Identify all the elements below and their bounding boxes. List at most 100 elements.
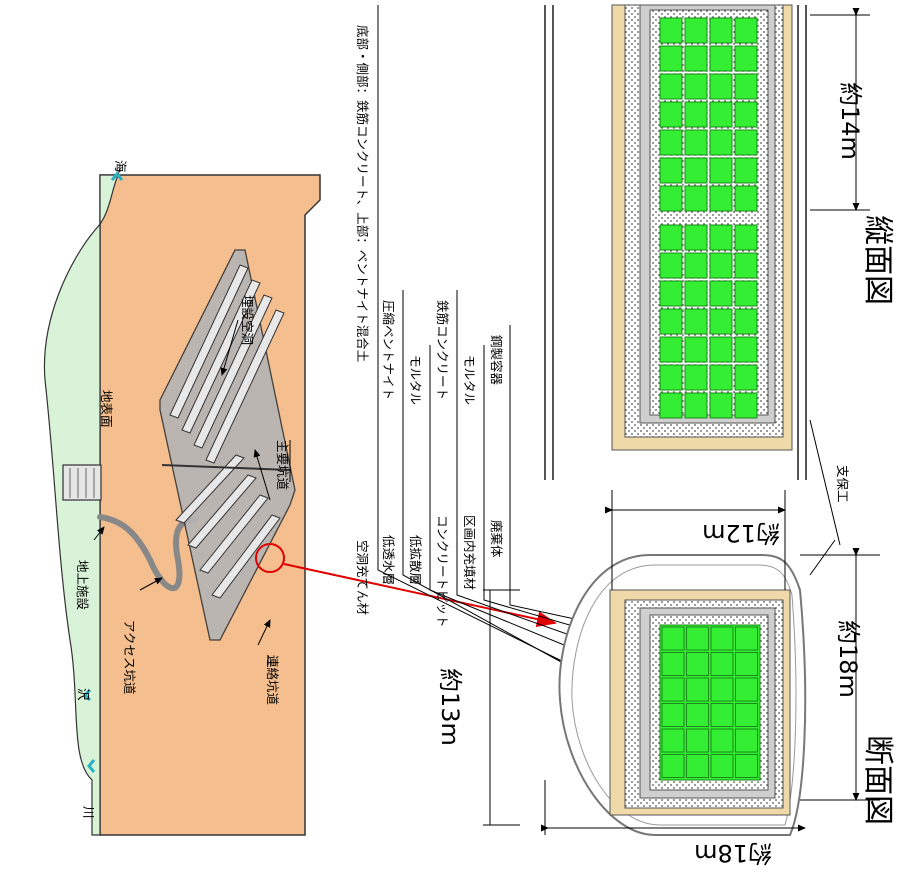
waste-package: [661, 652, 685, 676]
waste-package: [684, 280, 708, 307]
waste-package: [734, 336, 758, 363]
waste-package: [734, 129, 758, 156]
waste-package: [659, 224, 683, 251]
support-label: 支保工: [835, 465, 850, 503]
waste-package: [659, 129, 683, 156]
waste-package: [684, 129, 708, 156]
longitudinal-section: 約14m 縦面図 支保工: [544, 4, 895, 576]
stream-label: 沢: [76, 688, 91, 701]
waste-package: [684, 157, 708, 184]
waste-package: [659, 392, 683, 419]
waste-package: [684, 73, 708, 100]
waste-package: [686, 652, 709, 676]
waste-package: [684, 308, 708, 335]
waste-package: [661, 703, 685, 727]
waste-package: [709, 224, 733, 251]
geology-section: 川 沢 アクセス坑道 地上施設 地表面 海 連絡坑道 主要坑道 埋設空洞: [43, 160, 557, 836]
waste-package: [659, 336, 683, 363]
disposal-caverns-grid: [159, 249, 296, 641]
waste-package: [735, 703, 758, 727]
legend-low-perm-left: 低透水層: [381, 535, 396, 585]
waste-package: [684, 336, 708, 363]
waste-package: [659, 280, 683, 307]
waste-package: [661, 677, 685, 702]
waste-package: [709, 129, 733, 156]
waste-package: [734, 252, 758, 279]
cross-section-title: 断面図: [860, 735, 895, 825]
waste-package: [710, 652, 734, 676]
waste-package: [710, 754, 734, 778]
waste-package: [735, 652, 758, 676]
river-label: 川: [81, 806, 96, 819]
waste-package: [709, 308, 733, 335]
waste-package: [659, 101, 683, 128]
waste-package: [686, 626, 709, 651]
legend-waste-left: 廃棄体: [489, 520, 504, 558]
waste-package: [709, 364, 733, 391]
surface-facility-building: [62, 464, 102, 501]
ground-surface-label: 地表面: [99, 390, 114, 428]
river-water: [87, 759, 96, 773]
waste-package: [709, 17, 733, 44]
legend-low-diff-right: モルタル: [408, 355, 423, 405]
waste-package: [686, 703, 709, 727]
waste-package: [659, 364, 683, 391]
legend-concrete-pit-right: 鉄筋コンクリート: [435, 300, 450, 400]
waste-package: [735, 728, 758, 753]
waste-package: [661, 754, 685, 778]
waste-package: [709, 336, 733, 363]
waste-package: [710, 626, 734, 651]
dim-length: 約14m: [836, 82, 864, 160]
waste-package: [734, 157, 758, 184]
legend-section-fill-left: 区画内充填材: [462, 515, 477, 590]
waste-package: [734, 101, 758, 128]
waste-package: [659, 17, 683, 44]
waste-package: [659, 73, 683, 100]
waste-package: [659, 185, 683, 212]
longitudinal-title: 縦面図: [860, 215, 895, 305]
dim-vault-width: 約12m: [702, 519, 780, 547]
dim-width-outer: 約18m: [694, 839, 772, 867]
sea-label: 海: [113, 160, 128, 173]
waste-package: [734, 224, 758, 251]
waste-package: [734, 185, 758, 212]
legend-low-diff-left: 低拡散層: [408, 535, 423, 585]
waste-package: [710, 703, 734, 727]
waste-package: [686, 754, 709, 778]
waste-package: [734, 73, 758, 100]
waste-package: [684, 101, 708, 128]
waste-package: [709, 280, 733, 307]
waste-package: [684, 252, 708, 279]
dim-height-outer: 約18m: [834, 620, 862, 698]
waste-packages-longitudinal: [659, 17, 758, 419]
waste-package: [659, 308, 683, 335]
waste-package: [734, 364, 758, 391]
waste-package: [734, 280, 758, 307]
waste-package: [734, 392, 758, 419]
waste-package: [709, 73, 733, 100]
main-tunnel-label: 主要坑道: [275, 440, 290, 491]
waste-package: [709, 45, 733, 72]
surface-facility-label: 地上施設: [75, 560, 90, 611]
legend-cavity-fill-left: 空洞充てん材: [355, 540, 370, 615]
waste-package: [659, 252, 683, 279]
waste-package: [684, 224, 708, 251]
waste-package: [659, 157, 683, 184]
waste-package: [659, 45, 683, 72]
waste-package: [684, 17, 708, 44]
waste-package: [734, 308, 758, 335]
legend-concrete-pit-left: コンクリートピット: [435, 515, 450, 628]
waste-package: [661, 626, 685, 651]
dim-height-inner: 約13m: [436, 668, 464, 746]
waste-package: [661, 728, 685, 753]
highlight-circle: [255, 543, 285, 573]
waste-package: [709, 252, 733, 279]
legend-waste-right: 鋼製容器: [489, 335, 504, 386]
access-tunnel-label: アクセス坑道: [122, 620, 137, 695]
waste-package: [735, 754, 758, 778]
waste-package: [686, 677, 709, 702]
cross-section: 約13m 約18m 約12m 約18m 断面図: [436, 490, 895, 867]
waste-package: [684, 392, 708, 419]
legend-cavity-fill-right: 底部・側部：鉄筋コンクリート、上部：ベントナイト混合土: [355, 25, 370, 362]
